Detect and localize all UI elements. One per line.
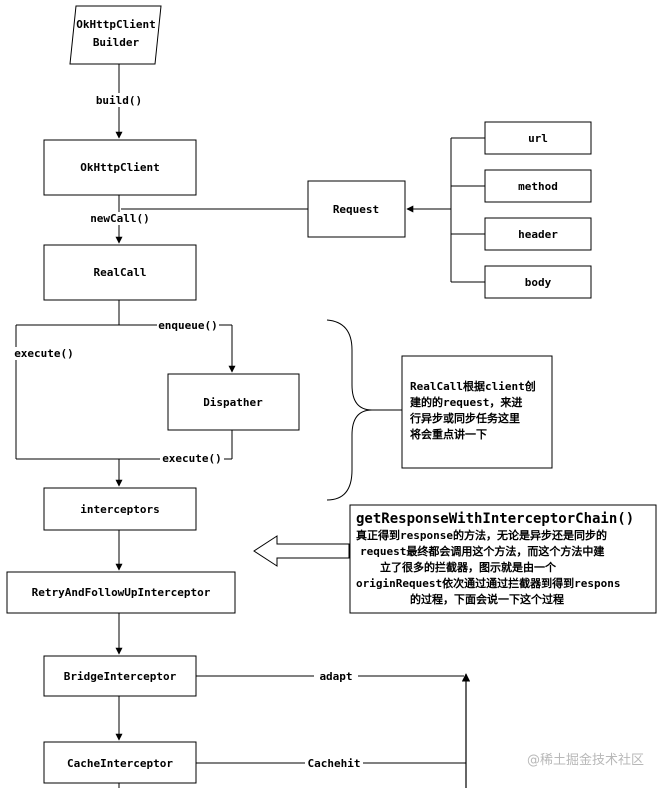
realcall-note-line4: 将会重点讲一下 [410, 427, 487, 441]
body-node: body [484, 265, 592, 299]
realcall-label: RealCall [94, 266, 147, 279]
method-label: method [518, 180, 558, 193]
bridge-node: BridgeInterceptor [43, 655, 197, 697]
realcall-note: RealCall根据client创 建的的request，来进 行异步或同步任务… [401, 355, 553, 469]
request-fields-bracket [406, 137, 485, 283]
bridge-label: BridgeInterceptor [64, 670, 177, 683]
watermark: @稀土掘金技术社区 [527, 752, 644, 768]
execute-left-label: execute() [14, 347, 74, 360]
interceptors-node: interceptors [43, 487, 197, 531]
builder-label-line1: OkHttpClient [76, 18, 155, 31]
realcall-brace [326, 319, 402, 501]
newcall-edge: newCall() [90, 195, 150, 244]
cachehit-label: Cachehit [308, 757, 361, 770]
build-edge: build() [93, 64, 145, 139]
enqueue-label: enqueue() [158, 319, 218, 332]
chain-note-line4: originRequest依次通过通过拦截器到得到respons [356, 576, 620, 590]
chain-note-line5: 的过程，下面会说一下这个过程 [410, 592, 564, 606]
chain-note-line1: 真正得到response的方法，无论是异步还是同步的 [356, 528, 607, 542]
request-node: Request [307, 180, 406, 238]
retry-node: RetryAndFollowUpInterceptor [6, 571, 236, 614]
dispatcher-node: Dispather [167, 373, 300, 431]
dispatcher-label: Dispather [203, 396, 263, 409]
chain-note-title: getResponseWithInterceptorChain() [356, 511, 634, 527]
realcall-note-line3: 行异步或同步任务这里 [409, 411, 520, 425]
body-label: body [525, 276, 552, 289]
cachehit-edge: Cachehit [196, 756, 464, 770]
builder-label-line2: Builder [93, 36, 140, 49]
realcall-note-line1: RealCall根据client创 [410, 379, 536, 393]
client-node: OkHttpClient [43, 139, 197, 196]
method-node: method [484, 169, 592, 203]
header-node: header [484, 217, 592, 251]
client-label: OkHttpClient [80, 161, 159, 174]
url-label: url [528, 132, 548, 145]
execute-dispatch-label: execute() [162, 452, 222, 465]
chain-note-line3: 立了很多的拦截器，图示就是由一个 [380, 560, 557, 574]
header-label: header [518, 228, 558, 241]
cache-label: CacheInterceptor [67, 757, 173, 770]
dispatch-branch: enqueue() execute() execute() [12, 300, 236, 487]
interceptors-label: interceptors [80, 503, 159, 516]
chain-note: getResponseWithInterceptorChain() 真正得到re… [349, 504, 657, 614]
realcall-node: RealCall [43, 244, 197, 301]
adapt-edge: adapt [196, 669, 464, 683]
adapt-label: adapt [319, 670, 352, 683]
chain-note-line2: request最终都会调用这个方法，而这个方法中建 [360, 544, 605, 558]
newcall-label: newCall() [90, 212, 150, 225]
build-label: build() [96, 94, 142, 107]
cache-node: CacheInterceptor [43, 741, 197, 784]
retry-label: RetryAndFollowUpInterceptor [32, 586, 211, 599]
builder-node: OkHttpClient Builder [69, 5, 162, 65]
hollow-arrow [253, 535, 350, 567]
url-node: url [484, 121, 592, 155]
return-line [458, 673, 471, 788]
request-label: Request [333, 203, 379, 216]
realcall-note-line2: 建的的request，来进 [410, 395, 522, 409]
